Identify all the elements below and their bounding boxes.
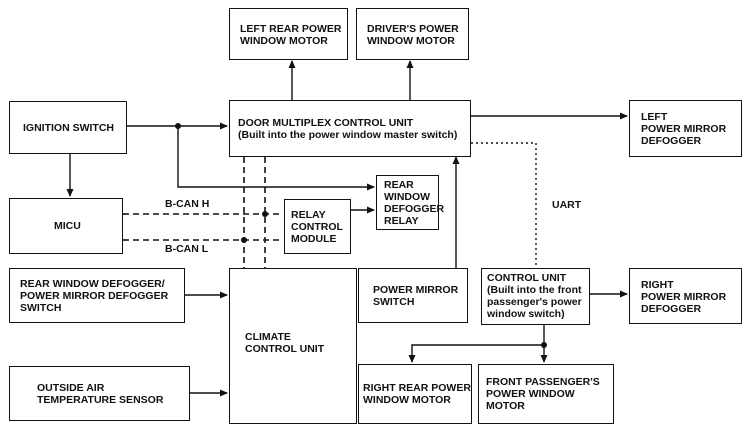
block-left-mirror-defogger-label: LEFT POWER MIRROR DEFOGGER [641,111,727,147]
block-relay-control-module: RELAY CONTROL MODULE [284,199,351,254]
line-ignition-to-relay [177,126,375,191]
block-left-rear-motor-label: LEFT REAR POWER WINDOW MOTOR [240,23,342,47]
block-micu: MICU [9,198,123,254]
block-power-mirror-switch: POWER MIRROR SWITCH [358,268,468,323]
block-right-mirror-defogger-label: RIGHT POWER MIRROR DEFOGGER [641,279,727,315]
junction-bcan-l [241,237,247,243]
block-right-mirror-defogger: RIGHT POWER MIRROR DEFOGGER [629,268,742,324]
block-micu-label: MICU [54,220,81,232]
signal-bcan-h-label: B-CAN H [165,198,210,210]
block-climate-control: CLIMATE CONTROL UNIT [229,268,357,424]
block-front-control-unit-label: CONTROL UNIT (Built into the front passe… [487,272,582,320]
block-front-passenger-motor: FRONT PASSENGER'S POWER WINDOW MOTOR [478,364,614,424]
block-driver-motor: DRIVER'S POWER WINDOW MOTOR [356,8,469,60]
block-outside-air-sensor: OUTSIDE AIR TEMPERATURE SENSOR [9,366,190,421]
block-left-rear-motor: LEFT REAR POWER WINDOW MOTOR [229,8,348,60]
junction-control-unit [541,342,547,348]
signal-bcan-l-label: B-CAN L [165,243,209,255]
block-front-control-unit: CONTROL UNIT (Built into the front passe… [481,268,590,325]
block-rear-defogger-relay-label: REAR WINDOW DEFOGGER RELAY [384,179,445,227]
block-driver-motor-label: DRIVER'S POWER WINDOW MOTOR [367,23,459,47]
block-right-rear-motor-label: RIGHT REAR POWER WINDOW MOTOR [363,382,471,406]
signal-uart-label: UART [552,199,582,211]
uart-line [471,142,537,268]
block-defogger-switch-label: REAR WINDOW DEFOGGER/ POWER MIRROR DEFOG… [20,278,169,314]
block-door-multiplex: DOOR MULTIPLEX CONTROL UNIT (Built into … [229,100,471,157]
block-right-rear-motor: RIGHT REAR POWER WINDOW MOTOR [358,364,472,424]
block-power-mirror-switch-label: POWER MIRROR SWITCH [373,284,459,308]
block-rear-defogger-relay: REAR WINDOW DEFOGGER RELAY [376,175,444,230]
junction-ignition [175,123,181,129]
block-relay-control-module-label: RELAY CONTROL MODULE [291,209,343,245]
block-ignition-switch: IGNITION SWITCH [9,101,127,154]
block-door-multiplex-label: DOOR MULTIPLEX CONTROL UNIT (Built into … [238,117,458,141]
line-control-unit-to-right-rear-motor [408,344,544,363]
junction-bcan-h [262,211,268,217]
block-climate-control-label: CLIMATE CONTROL UNIT [245,331,325,355]
block-outside-air-sensor-label: OUTSIDE AIR TEMPERATURE SENSOR [37,382,164,406]
block-front-passenger-motor-label: FRONT PASSENGER'S POWER WINDOW MOTOR [486,376,600,412]
block-left-mirror-defogger: LEFT POWER MIRROR DEFOGGER [629,100,742,157]
block-defogger-switch: REAR WINDOW DEFOGGER/ POWER MIRROR DEFOG… [9,268,185,323]
block-ignition-switch-label: IGNITION SWITCH [23,122,114,134]
